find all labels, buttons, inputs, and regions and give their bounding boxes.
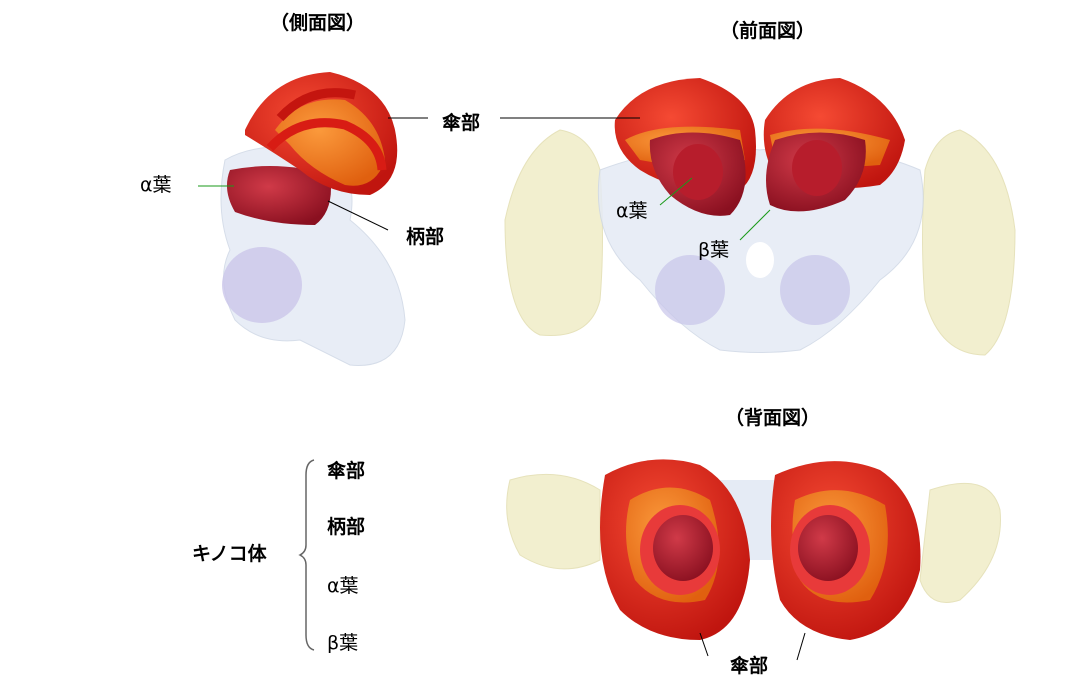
front-view-title: （前面図） <box>720 20 816 42</box>
back-view-title: （背面図） <box>725 407 821 429</box>
label-alpha-side: α葉 <box>140 174 172 196</box>
label-peduncle-side: 柄部 <box>406 226 445 248</box>
legend-item-calyx: 傘部 <box>327 460 366 482</box>
front-view-render <box>504 78 1016 356</box>
calyx-pointer-back-left <box>699 632 709 657</box>
label-calyx-back: 傘部 <box>730 655 769 677</box>
calyx-pointer-back-right <box>796 632 806 661</box>
back-view-render <box>506 459 1001 640</box>
peduncle-pointer <box>327 200 389 231</box>
legend-group-label: キノコ体 <box>192 543 267 565</box>
label-alpha-front: α葉 <box>616 200 648 222</box>
side-view-title: （側面図） <box>270 12 366 34</box>
label-calyx-side: 傘部 <box>442 112 481 134</box>
legend-item-alpha: α葉 <box>327 575 359 597</box>
legend-item-beta: β葉 <box>327 632 359 654</box>
alpha-pointer-front <box>659 177 693 206</box>
beta-pointer-front <box>739 209 771 241</box>
legend-brace <box>298 459 315 651</box>
side-view-render <box>220 72 406 366</box>
label-beta-front: β葉 <box>698 239 730 261</box>
legend-item-peduncle: 柄部 <box>327 516 366 538</box>
